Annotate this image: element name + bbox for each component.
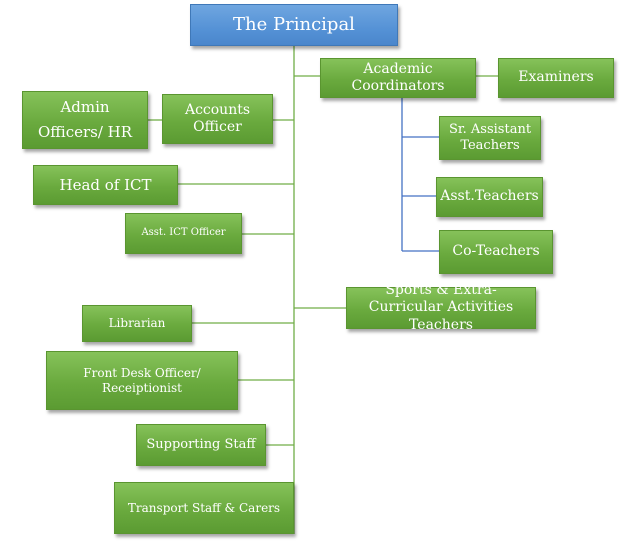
asst-ict-officer-node[interactable]: Asst. ICT Officer bbox=[125, 213, 242, 254]
examiners-node[interactable]: Examiners bbox=[498, 58, 614, 98]
co-teachers-node[interactable]: Co-Teachers bbox=[439, 230, 553, 274]
supporting-staff-node[interactable]: Supporting Staff bbox=[136, 424, 266, 466]
sports-extra-curricular-teachers-node[interactable]: Sports & Extra-Curricular Activities Tea… bbox=[346, 282, 536, 333]
asst-teachers-node[interactable]: Asst.Teachers bbox=[436, 177, 543, 217]
principal-node[interactable]: The Principal bbox=[190, 4, 398, 46]
academic-coordinators-node[interactable]: Academic Coordinators bbox=[320, 58, 476, 98]
librarian-node[interactable]: Librarian bbox=[82, 305, 192, 342]
transport-staff-carers-node[interactable]: Transport Staff & Carers bbox=[114, 482, 294, 534]
front-desk-receptionist-node[interactable]: Front Desk Officer/ Receiptionist bbox=[46, 351, 238, 410]
sr-assistant-teachers-node[interactable]: Sr. Assistant Teachers bbox=[439, 116, 541, 160]
admin-officers-hr-node[interactable]: Admin Officers/ HR bbox=[22, 91, 148, 149]
head-of-ict-node[interactable]: Head of ICT bbox=[33, 165, 178, 205]
accounts-officer-node[interactable]: Accounts Officer bbox=[162, 94, 273, 144]
